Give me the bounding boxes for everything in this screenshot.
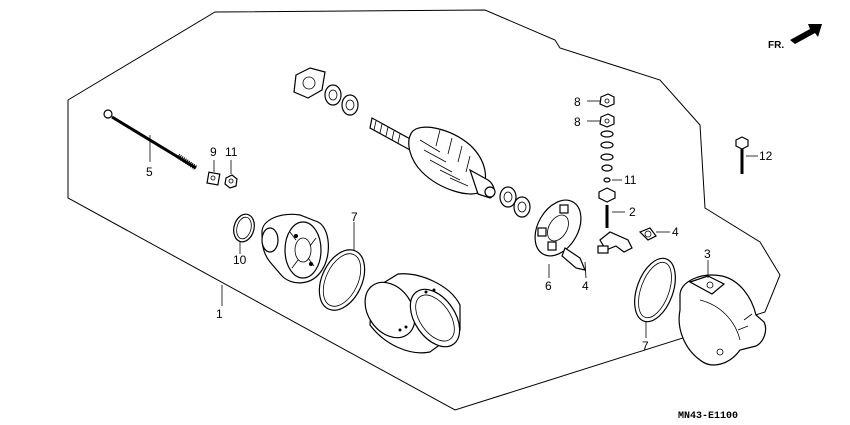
- assembly-boundary: [67, 9, 781, 411]
- callout-9: 9: [210, 145, 217, 159]
- callout-5: 5: [146, 165, 153, 179]
- part-o-ring-front: [233, 213, 255, 243]
- callout-4a: 4: [672, 225, 679, 239]
- part-washer-small: [206, 171, 221, 186]
- callout-6: 6: [545, 279, 552, 293]
- part-washer-a: [324, 84, 342, 106]
- callout-7a: 7: [351, 210, 358, 224]
- part-bearing-plate: [293, 67, 326, 99]
- part-washer-c: [499, 186, 517, 208]
- part-nut-small: [224, 174, 238, 189]
- callout-12: 12: [759, 149, 773, 163]
- front-direction-indicator: FR.: [768, 24, 822, 51]
- part-mounting-bolt: [735, 136, 749, 174]
- part-rear-cover: [678, 274, 767, 366]
- callout-7b: 7: [642, 339, 649, 353]
- part-armature: [369, 117, 496, 199]
- part-through-bolt: [103, 109, 198, 171]
- part-brush-clip: [638, 227, 657, 241]
- part-brush-holder: [534, 199, 586, 271]
- front-label: FR.: [768, 40, 784, 51]
- part-terminal-stack: [598, 93, 616, 228]
- callout-3: 3: [704, 247, 711, 261]
- part-motor-yoke: [364, 273, 461, 354]
- part-front-cover: [261, 213, 329, 284]
- callout-8b: 8: [574, 115, 581, 129]
- part-washer-d: [513, 196, 531, 218]
- callout-2: 2: [629, 205, 636, 219]
- callout-11a: 11: [225, 145, 238, 159]
- front-arrow-icon: [790, 24, 822, 44]
- part-washer-b: [341, 94, 359, 116]
- part-gasket-ring-rear: [634, 257, 676, 323]
- callout-8a: 8: [574, 95, 581, 109]
- callout-4b: 4: [582, 279, 589, 293]
- callout-10: 10: [233, 253, 247, 267]
- callout-1: 1: [216, 307, 223, 321]
- part-brush-spring: [597, 231, 633, 254]
- diagram-code: MN43-E1100: [678, 411, 738, 422]
- callout-11b: 11: [624, 173, 637, 187]
- part-gasket-ring-front: [318, 249, 366, 311]
